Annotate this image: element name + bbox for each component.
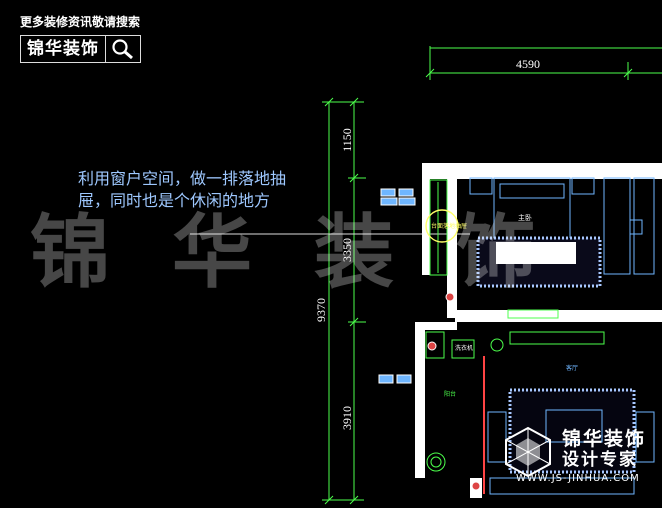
brand-block: 锦华装饰 设计专家 xyxy=(556,428,646,470)
dim-top-width: 4590 xyxy=(516,57,540,71)
search-button[interactable] xyxy=(105,36,140,62)
legend-blocks xyxy=(378,188,416,384)
highlight-circle xyxy=(425,209,459,243)
small-cabinet xyxy=(629,219,643,235)
search-box[interactable]: 锦华装饰 xyxy=(20,35,141,63)
brand-text: 锦华装饰 设计专家 xyxy=(562,428,646,470)
balcony-area xyxy=(425,331,504,472)
search-icon xyxy=(112,39,133,60)
balcony-label: 阳台 xyxy=(444,390,456,398)
bay-window-cabinet xyxy=(429,179,448,276)
top-dimension-line xyxy=(425,46,662,80)
promo-note: 更多装修资讯敬请搜索 xyxy=(20,15,141,29)
bay-window-label: 台面落地抽屉 xyxy=(431,222,467,230)
living-sofa xyxy=(487,409,655,463)
living-label: 客厅 xyxy=(566,364,578,372)
walls xyxy=(415,163,662,498)
dim-total: 9370 xyxy=(314,298,328,322)
brand-name: 锦华装饰 xyxy=(562,428,647,450)
vertical-dimension-lines xyxy=(322,97,366,505)
brand-slogan: 设计专家 xyxy=(562,450,638,470)
watermark-text: 锦华装饰 xyxy=(30,205,598,299)
design-annotation: 利用窗户空间，做一排落地抽屉，同时也是个休闲的地方 xyxy=(78,169,287,210)
column-markers xyxy=(427,292,481,491)
living-tv-wall xyxy=(507,309,605,345)
search-brand-label: 锦华装饰 xyxy=(27,39,99,59)
dim-seg-top: 1150 xyxy=(340,128,354,152)
dim-seg-bottom: 3910 xyxy=(340,406,354,430)
bed-end xyxy=(496,242,576,264)
laundry-label: 洗衣机 xyxy=(455,344,473,352)
dining-table xyxy=(489,477,635,495)
brand-logo-icon xyxy=(505,426,551,478)
bedroom-label: 主卧 xyxy=(518,213,532,222)
dim-seg-middle: 3350 xyxy=(340,238,354,262)
brand-url: WWW.JS-JINHUA.COM xyxy=(516,473,640,484)
